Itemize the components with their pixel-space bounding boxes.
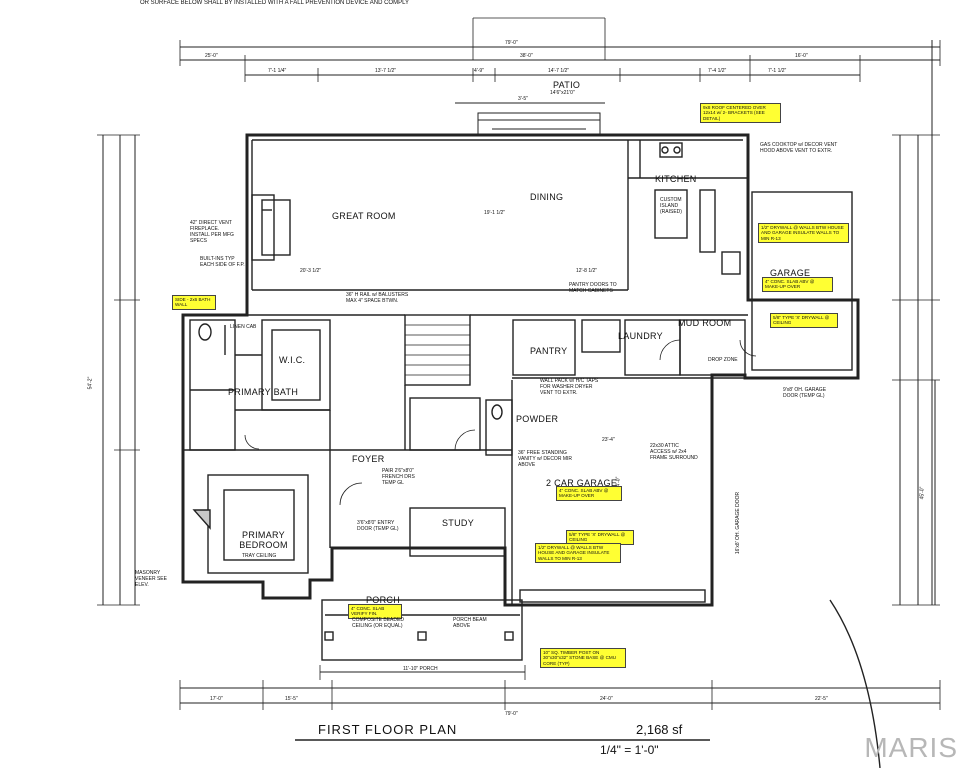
dim-great-d: 19'-1 1/2" (484, 210, 506, 216)
dim-garage-w: 23'-4" (602, 437, 615, 443)
watermark-logo: MARIS (864, 732, 958, 763)
label-french-drs: PAIR 2'6"x8'0" FRENCH DRS TEMP GL (382, 468, 415, 486)
label-pantry-doors: PANTRY DOORS TO MATCH CABINETS (569, 282, 617, 294)
room-pantry: PANTRY (530, 346, 568, 356)
room-powder: POWDER (516, 414, 559, 424)
label-built-ins: BUILT-INS TYP EACH SIDE OF F.P. (200, 256, 245, 268)
plan-area: 2,168 sf (636, 722, 683, 737)
note-conc-slab-top: 4" CONC. SLAB ABV @ MAKE-UP OVER (762, 277, 833, 292)
label-wall-pack: WALL PACK w/ H/C TAPS FOR WASHER DRYER V… (540, 378, 599, 396)
dim-bot-overall: 79'-0" (505, 711, 518, 717)
note-porch-slab: 4" CONC. SLAB VERIFY FIN. (348, 604, 402, 619)
room-wic: W.I.C. (279, 355, 306, 365)
note-conc-slab-mid: 4" CONC. SLAB ABV @ MAKE-UP OVER (556, 486, 622, 501)
label-railing: 36" H RAIL w/ BALUSTERS MAX 4" SPACE BTW… (346, 292, 409, 304)
dim-overall: 79'-0" (505, 40, 518, 46)
label-entry-door: 3'6"x8'0" ENTRY DOOR (TEMP GL) (357, 520, 399, 532)
room-study: STUDY (442, 518, 475, 528)
dim-d4: 14'-7 1/2" (548, 68, 570, 74)
label-free-standing: 36" FREE STANDING VANITY w/ DECOR MIR AB… (518, 450, 572, 468)
note-side-wall: SIDE - 2x6 BATH WALL (172, 295, 216, 310)
plan-scale: 1/4" = 1'-0" (600, 743, 659, 757)
note-timber-post: 10" SQ. TIMBER POST ON 30"x30"x32" STONE… (540, 648, 626, 669)
room-primary-bath: PRIMARY BATH (228, 387, 299, 397)
label-overhead-door: 9'x8' OH. GARAGE DOOR (TEMP GL) (783, 387, 827, 399)
label-gas-cooktop: GAS COOKTOP w/ DECOR VENT HOOD ABOVE VEN… (760, 142, 838, 154)
dim-d6: 7'-1 1/2" (768, 68, 787, 74)
dim-bot-c: 24'-0" (600, 696, 613, 702)
header-note: OR SURFACE BELOW SHALL BY INSTALLED WITH… (140, 0, 409, 6)
label-linen-cab: LINEN CAB (230, 324, 257, 330)
room-great-room: GREAT ROOM (332, 211, 396, 221)
dim-bot-b: 15'-5" (285, 696, 298, 702)
dim-top-a: 25'-0" (205, 53, 218, 59)
patio-size: 14'6"x21'0" (550, 90, 575, 96)
label-fireplace: 42" DIRECT VENT FIREPLACE. INSTALL PER M… (190, 220, 234, 244)
room-two-car-garage: 2 CAR GARAGE (546, 478, 618, 488)
dim-d5: 7'-4 1/2" (708, 68, 727, 74)
room-laundry: LAUNDRY (618, 331, 663, 341)
label-custom-island: CUSTOM ISLAND (RAISED) (660, 197, 682, 215)
dim-top-c: 16'-0" (795, 53, 808, 59)
dim-d3: 4'-9" (474, 68, 484, 74)
room-foyer: FOYER (352, 454, 385, 464)
dim-d1: 7'-1 1/4" (268, 68, 287, 74)
dim-great-w: 20'-3 1/2" (300, 268, 322, 274)
dim-left-total: 54'-2" (87, 376, 94, 390)
dim-kitchen-w: 12'-8 1/2" (576, 268, 598, 274)
room-mud-room: MUD ROOM (678, 318, 732, 328)
room-porch: PORCH (366, 595, 401, 605)
label-porch-beam: PORCH BEAM ABOVE (453, 617, 487, 629)
room-dining: DINING (530, 192, 564, 202)
room-patio: PATIO (553, 80, 581, 90)
dim-porch-w: 11'-10" PORCH (403, 666, 438, 672)
dim-d7: 3'-5" (518, 96, 528, 102)
label-masonry-wall: MASONRY VENEER SEE ELEV. (135, 570, 167, 588)
dim-d2: 13'-7 1/2" (375, 68, 397, 74)
label-drop-zone: DROP ZONE (708, 357, 738, 363)
note-roof-centered: 9x8 ROOF CENTERED OVER 12x14 w/ 2- BRACK… (700, 103, 781, 124)
dim-bot-d: 22'-5" (815, 696, 828, 702)
label-composite-ceiling: COMPOSITE BEADED CEILING (OR EQUAL) (352, 617, 404, 629)
dim-top-b: 38'-0" (520, 53, 533, 59)
room-primary-bedroom: PRIMARY BEDROOM (239, 530, 288, 550)
note-drywall-garage: 1/2" DRYWALL @ WALLS BTW HOUSE AND GARAG… (758, 223, 849, 244)
room-garage-bay: GARAGE (770, 268, 811, 278)
note-drywall-garage-mid: 1/2" DRYWALL @ WALLS BTW HOUSE AND GARAG… (535, 543, 621, 564)
tray-ceiling: TRAY CEILING (242, 553, 277, 559)
note-type-x-top: 5/8" TYPE 'X' DRYWALL @ CEILING (770, 313, 838, 328)
dim-bot-a: 17'-0" (210, 696, 223, 702)
label-wall-oh-door: 16'x8' OH. GARAGE DOOR (735, 491, 742, 555)
label-attic-access: 22x30 ATTIC ACCESS w/ 2x4 FRAME SURROUND (650, 443, 698, 461)
room-kitchen: KITCHEN (655, 174, 697, 184)
plan-title: FIRST FLOOR PLAN (318, 722, 458, 737)
dim-right-total: 45'-0" (919, 486, 926, 500)
